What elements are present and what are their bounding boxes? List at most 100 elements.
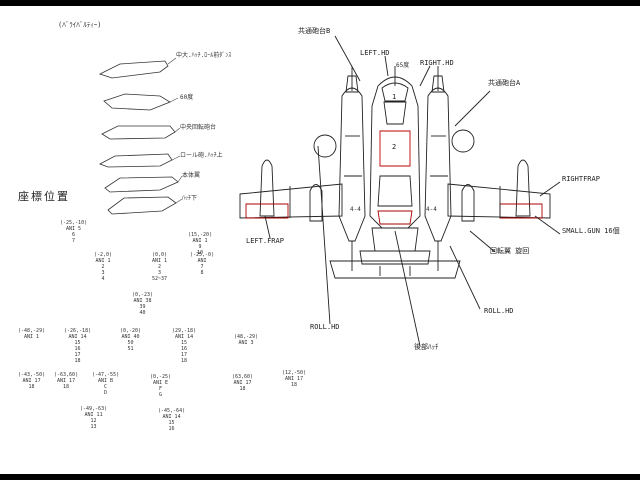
coordinate-position: (29,-18) [172, 328, 197, 334]
fuselage [369, 76, 421, 229]
shape-label: 中大.ﾊｯﾁ.ﾛｰﾙ前ﾀﾞﾝｽ [176, 52, 232, 59]
shape-sketches [98, 57, 183, 215]
label-shared-turret-b: 共通砲台B [298, 27, 331, 35]
label-roll-hd-left: ROLL.HD [310, 323, 340, 331]
coordinate-anim-line: 50 [127, 340, 134, 346]
coordinate-anim-line: ANI 1 [152, 258, 168, 264]
coordinate-anim-line: 16 [74, 346, 81, 352]
coordinate-anim-line: ANI 17 [57, 378, 76, 384]
coordinate-position: (0,0) [152, 252, 168, 258]
coordinate-anim-line: 18 [239, 386, 246, 392]
coordinate-anim-line: 17 [181, 352, 188, 358]
coordinate-position: (-47,-55) [92, 372, 120, 378]
label-rear-part: 後部ﾊｯﾁ [414, 343, 439, 351]
coordinate-anim-line: ANI E [153, 380, 169, 386]
coordinate-anim-line: ANI 17 [233, 380, 252, 386]
coordinate-anim-line: 15 [168, 420, 175, 426]
pod-right [515, 159, 531, 217]
coordinate-anim-line: ANI B [98, 378, 114, 384]
coordinate-anim-line: ANI 11 [84, 412, 103, 418]
coordinate-anim-line: 10 [197, 250, 204, 256]
coordinate-anim-line: 18 [181, 358, 188, 364]
coordinate-position: (-25,-0) [190, 252, 215, 258]
pod-left [259, 159, 275, 217]
coordinate-anim-line: 3 [101, 270, 105, 276]
coordinate-anim-line: G [159, 392, 163, 398]
coordinate-position: (63,60) [232, 374, 254, 380]
coordinate-anim-line: 12 [90, 418, 97, 424]
coordinate-position: (-26,-18) [64, 328, 92, 334]
coordinate-anim-line: 39 [139, 304, 146, 310]
coordinate-entry: (48,-29)ANI 3 [234, 334, 258, 346]
coordinate-anim-line: 52~37 [152, 276, 168, 282]
wing-right [447, 183, 551, 219]
drawing-sheet: (ﾊﾞﾗｲﾊﾞﾙﾃｨｰ) 座標位置 中大.ﾊｯﾁ.ﾛｰﾙ前ﾀﾞﾝｽ 6 [0, 6, 640, 474]
coordinate-position: (0,-25) [150, 374, 172, 380]
pod-inner-right [461, 184, 475, 222]
coordinate-anim-line: 2 [158, 264, 162, 270]
shape-label: ロール砲.ﾊｯﾁ上 [180, 152, 223, 159]
coordinate-anim-line: 15 [74, 340, 81, 346]
coordinate-anim-line: 13 [90, 424, 97, 430]
label-left-hd-num: 65度 [396, 62, 410, 69]
cockpit-upper [383, 101, 407, 125]
coordinate-anim-line: 4 [101, 276, 105, 282]
nacelle-left [338, 87, 366, 242]
coordinate-anim-line: 18 [28, 384, 35, 390]
label-shared-turret-a: 共通砲台A [488, 79, 521, 87]
sphere-left [313, 134, 337, 158]
ship-schematic [239, 35, 561, 347]
label-cockpit-2: 2 [392, 143, 397, 151]
coordinate-anim-line: 51 [127, 346, 134, 352]
coordinate-anim-line: 18 [74, 358, 81, 364]
coordinate-anim-line: 16 [168, 426, 175, 432]
coordinate-anim-line: ANI 1 [24, 334, 40, 340]
label-left-frap: LEFT.FRAP [246, 237, 284, 245]
coordinate-anim-line: 6 [72, 232, 76, 238]
label-roll-hd-right: ROLL.HD [484, 307, 514, 315]
coordinate-position: (0,-20) [120, 328, 142, 334]
coordinate-position: (-48,-29) [18, 328, 46, 334]
coordinate-anim-line: ANI 1 [95, 258, 111, 264]
label-right-hd: RIGHT.HD [420, 59, 454, 67]
coordinate-entry: (-48,-29)ANI 1 [18, 328, 45, 340]
coordinate-position: (-49,-63) [80, 406, 108, 412]
coordinate-position: (0,-23) [132, 292, 154, 298]
coordinate-position: (15,-20) [188, 232, 213, 238]
coordinate-anim-line: 15 [181, 340, 188, 346]
coordinate-anim-line: ANI 38 [133, 298, 152, 304]
shape-label: ﾊｯﾁ下 [182, 195, 198, 202]
coordinate-anim-line: ANI 1 [192, 238, 208, 244]
shape-sketch [98, 60, 169, 79]
coordinate-anim-line: ANI 40 [121, 334, 140, 340]
label-rotary-engine: 回転翼 旋回 [490, 247, 530, 255]
coordinate-anim-line: 18 [63, 384, 70, 390]
coordinate-anim-line: 2 [101, 264, 105, 270]
sphere-right [451, 129, 475, 153]
label-left-hd: LEFT.HD [360, 49, 390, 57]
coordinate-anim-line: 9 [198, 244, 202, 250]
coordinate-anim-line: ANI 14 [68, 334, 87, 340]
coordinate-anim-line: 7 [200, 264, 204, 270]
wing-left [239, 183, 343, 219]
nose [381, 82, 409, 102]
coordinate-anim-line: ANI 14 [175, 334, 194, 340]
coordinate-anim-line: 17 [74, 352, 81, 358]
shape-label: 本体翼 [182, 172, 201, 179]
